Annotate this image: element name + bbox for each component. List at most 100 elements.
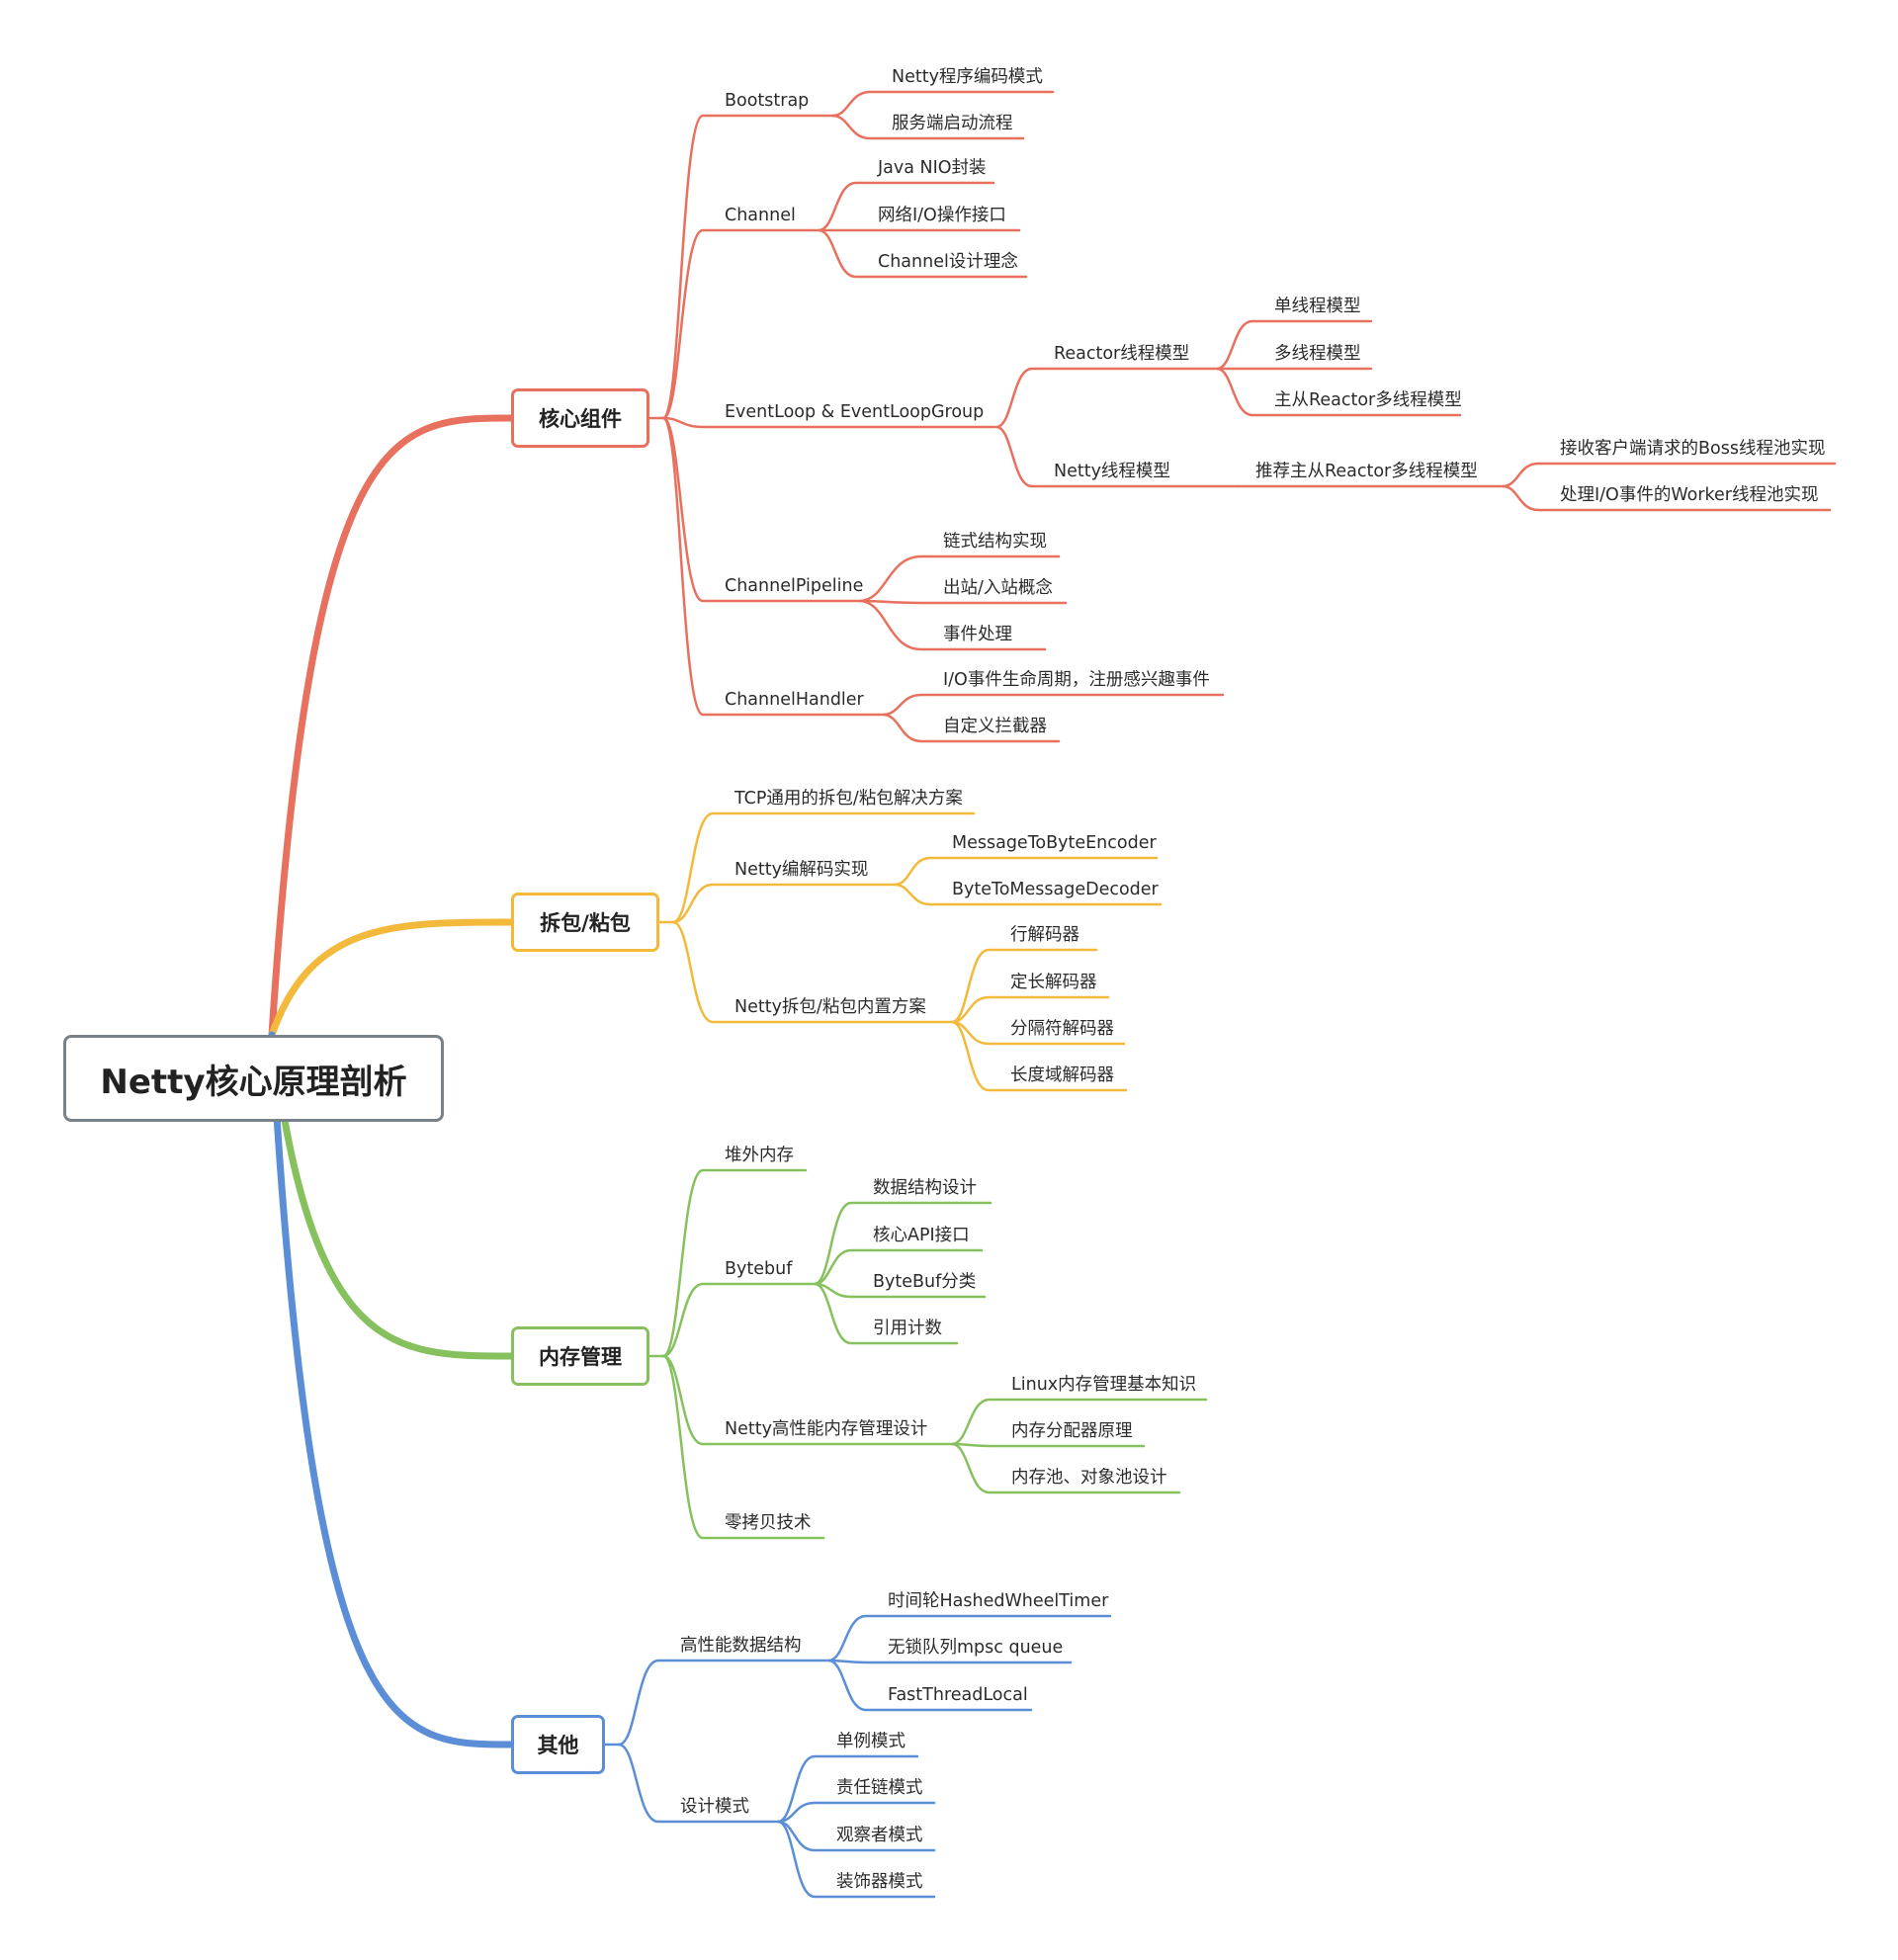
- topic-1-2-1: 定长解码器: [1010, 973, 1097, 992]
- topic-3-1-line: [617, 1743, 778, 1824]
- topic-1-1-1: ByteToMessageDecoder: [952, 880, 1159, 899]
- topic-1-2-3: 长度域解码器: [1010, 1065, 1114, 1085]
- topic-0-1-2: Channel设计理念: [878, 252, 1018, 272]
- topic-0-4-0: I/O事件生命周期，注册感兴趣事件: [943, 670, 1210, 690]
- topic-1-1-line: [671, 883, 895, 924]
- topic-3-1-1: 责任链模式: [836, 1778, 923, 1798]
- topic-2-0: 堆外内存: [725, 1146, 794, 1165]
- topic-0-0-1-line: [830, 114, 1025, 140]
- topic-2-0-line: [661, 1168, 808, 1358]
- topic-0-1-2-line: [817, 228, 1028, 279]
- topic-3-1-0: 单例模式: [836, 1732, 906, 1751]
- topic-3-0-0-line: [826, 1614, 1112, 1662]
- topic-0-4-line: [661, 416, 883, 717]
- topic-3-1-3-line: [776, 1820, 936, 1899]
- topic-2-1-line: [661, 1282, 815, 1358]
- topic-0-0-0-line: [830, 90, 1055, 118]
- topic-0-1-0-line: [817, 181, 995, 232]
- topic-0-0-1: 服务端启动流程: [892, 114, 1013, 133]
- topic-1-1-0-line: [893, 856, 1159, 887]
- topic-0-4-1: 自定义拦截器: [943, 717, 1047, 736]
- topic-2-2-0-line: [950, 1398, 1208, 1446]
- topic-0-2-1-0-1-line: [1501, 484, 1832, 512]
- branch-1-connector: [268, 918, 515, 1039]
- topic-0-0: Bootstrap: [725, 91, 810, 111]
- topic-0-0-line: [661, 114, 832, 420]
- topic-2-1-1-line: [813, 1248, 984, 1286]
- topic-0-2-line: [661, 416, 996, 429]
- main-topic-1[interactable]: 拆包/粘包: [511, 893, 659, 952]
- topic-1-2-line: [671, 920, 952, 1024]
- topic-1-0: TCP通用的拆包/粘包解决方案: [734, 789, 963, 809]
- topic-1-1-0: MessageToByteEncoder: [952, 833, 1157, 853]
- topic-2-2-line: [661, 1354, 952, 1446]
- topic-3-1-0-line: [776, 1754, 919, 1824]
- main-topic-0[interactable]: 核心组件: [511, 388, 649, 448]
- topic-0-4-1-line: [881, 713, 1061, 743]
- topic-2-1-3: 引用计数: [873, 1319, 942, 1338]
- topic-3-1: 设计模式: [680, 1797, 749, 1817]
- topic-1-1: Netty编解码实现: [734, 860, 869, 880]
- topic-0-1-line: [661, 228, 819, 420]
- topic-0-2-0-1: 多线程模型: [1274, 344, 1361, 364]
- topic-3-0-0: 时间轮HashedWheelTimer: [888, 1591, 1109, 1611]
- topic-3-0-2-line: [826, 1659, 1033, 1712]
- topic-0-3-0-line: [857, 554, 1061, 603]
- topic-0-2-0-0: 单线程模型: [1274, 297, 1361, 316]
- topic-2-1: Bytebuf: [725, 1259, 793, 1279]
- topic-2-2: Netty高性能内存管理设计: [725, 1419, 928, 1439]
- topic-3-0: 高性能数据结构: [680, 1636, 802, 1656]
- topic-1-2-3-line: [950, 1020, 1128, 1092]
- topic-0-3-1: 出站/入站概念: [943, 578, 1053, 598]
- topic-0-1: Channel: [725, 206, 796, 225]
- topic-0-2-0-line: [994, 367, 1217, 429]
- topic-0-4-0-line: [881, 693, 1225, 717]
- topic-0-2-1-0-1: 处理I/O事件的Worker线程池实现: [1560, 485, 1819, 505]
- topic-0-3-line: [661, 416, 859, 603]
- topic-2-3: 零拷贝技术: [725, 1513, 812, 1533]
- topic-0-3-0: 链式结构实现: [943, 532, 1047, 552]
- topic-2-1-1: 核心API接口: [873, 1226, 970, 1245]
- topic-0-3-2-line: [857, 599, 1047, 651]
- topic-1-2: Netty拆包/粘包内置方案: [734, 997, 926, 1017]
- topic-0-4: ChannelHandler: [725, 690, 864, 710]
- topic-1-2-2: 分隔符解码器: [1010, 1019, 1114, 1039]
- branch-0-connector: [268, 414, 515, 1039]
- topic-0-2-0: Reactor线程模型: [1054, 344, 1190, 364]
- topic-0-2: EventLoop & EventLoopGroup: [725, 402, 985, 422]
- topic-0-3: ChannelPipeline: [725, 576, 864, 596]
- topic-0-2-1-0-0-line: [1501, 462, 1837, 488]
- topic-1-2-0: 行解码器: [1010, 925, 1079, 945]
- topic-0-2-1: Netty线程模型: [1054, 462, 1170, 481]
- topic-1-2-0-line: [950, 948, 1098, 1024]
- topic-0-3-2: 事件处理: [943, 625, 1012, 644]
- topic-3-1-3: 装饰器模式: [836, 1872, 923, 1892]
- topic-2-2-1: 内存分配器原理: [1011, 1421, 1133, 1441]
- topic-3-0-line: [617, 1659, 828, 1747]
- topic-0-1-0: Java NIO封装: [878, 158, 987, 178]
- topic-2-1-0-line: [813, 1201, 992, 1286]
- topic-2-2-2-line: [950, 1442, 1181, 1494]
- topic-3-1-1-line: [776, 1801, 936, 1824]
- branch-2-connector: [268, 1031, 515, 1360]
- topic-0-2-1-line: [994, 425, 1240, 488]
- topic-0-1-1: 网络I/O操作接口: [878, 206, 1006, 225]
- topic-2-1-3-line: [813, 1282, 959, 1345]
- topic-2-3-line: [661, 1354, 825, 1540]
- topic-0-2-0-2-line: [1215, 367, 1462, 417]
- main-topic-3[interactable]: 其他: [511, 1715, 605, 1774]
- root-topic[interactable]: Netty核心原理剖析: [63, 1035, 444, 1122]
- topic-0-2-0-0-line: [1215, 319, 1373, 371]
- topic-3-1-2: 观察者模式: [836, 1826, 923, 1845]
- topic-0-0-0: Netty程序编码模式: [892, 67, 1043, 87]
- topic-2-1-0: 数据结构设计: [873, 1178, 977, 1198]
- branch-3-connector: [268, 1031, 515, 1748]
- topic-2-1-2: ByteBuf分类: [873, 1272, 977, 1292]
- topic-2-2-1-line: [950, 1442, 1146, 1448]
- main-topic-2[interactable]: 内存管理: [511, 1326, 649, 1386]
- topic-0-2-1-0: 推荐主从Reactor多线程模型: [1255, 462, 1478, 481]
- topic-1-0-line: [671, 811, 976, 924]
- topic-0-3-1-line: [857, 599, 1068, 605]
